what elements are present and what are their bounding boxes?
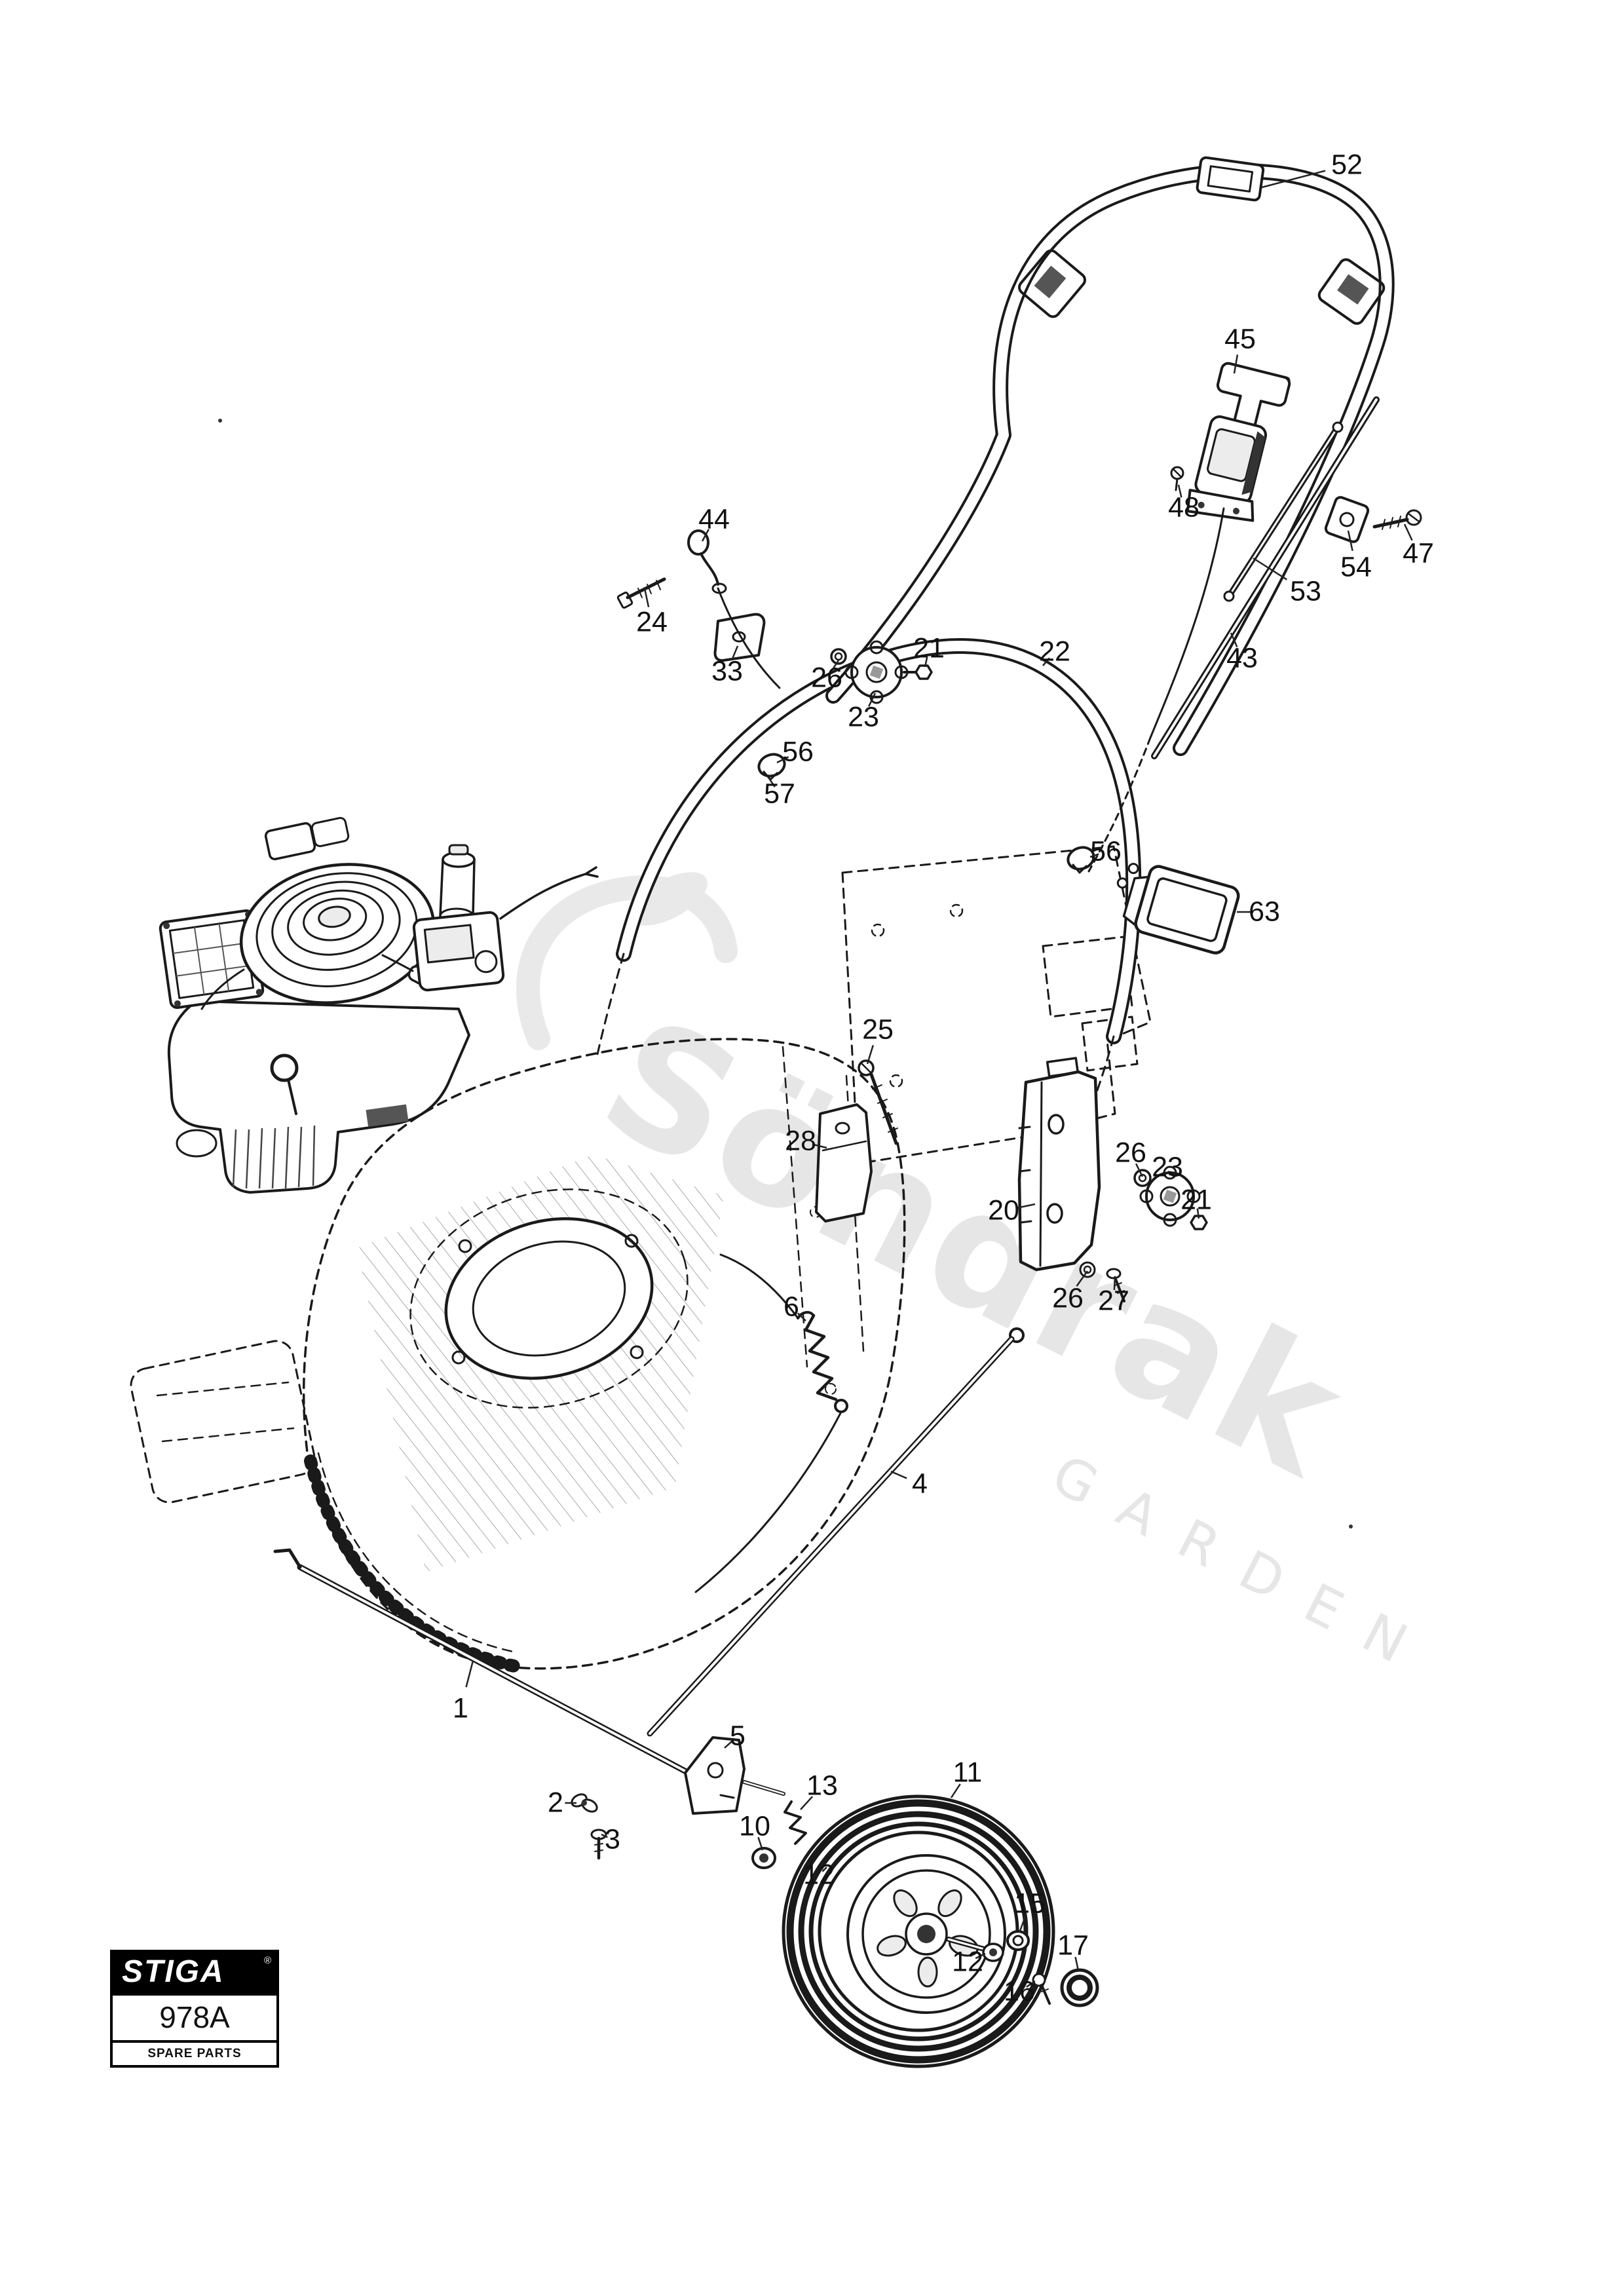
part-label-27: 27 [1098, 1285, 1129, 1317]
mower-deck-drawing [130, 1038, 906, 1673]
handle-clamp-left [1018, 249, 1086, 318]
part-label-26: 26 [1052, 1282, 1084, 1314]
washer-15 [1006, 1930, 1030, 1951]
engine-drawing [159, 816, 599, 1194]
part-label-24: 24 [636, 606, 668, 638]
wheel-assembly [751, 1794, 1099, 2068]
clip-56-57 [757, 753, 786, 781]
watermark-swoosh-icon [516, 875, 738, 1050]
handle-clamp-right [1317, 258, 1386, 325]
part-label-16: 16 [1004, 1975, 1035, 2007]
part-label-21: 21 [1180, 1184, 1212, 1216]
spring-13 [784, 1800, 807, 1845]
height-bracket-group [571, 1736, 785, 1860]
linkage-rods [273, 1327, 1025, 1794]
part-label-54: 54 [1340, 551, 1372, 583]
hub-cap-17 [1060, 1968, 1099, 2007]
throttle-cable [1087, 507, 1225, 873]
bolt-21-upper [903, 664, 933, 680]
part-label-10: 10 [739, 1810, 770, 1842]
part-label-23: 23 [848, 701, 879, 733]
part-label-25: 25 [862, 1014, 894, 1046]
bolt-25 [858, 1059, 898, 1145]
washer-26-lower [1079, 1261, 1096, 1278]
washer-10 [751, 1847, 776, 1869]
part-label-1: 1 [453, 1692, 468, 1724]
washer-12-right [982, 1943, 1004, 1962]
part-label-11: 11 [953, 1756, 983, 1789]
part-label-33: 33 [711, 655, 743, 687]
screw-27 [1106, 1268, 1125, 1302]
wheel-11 [782, 1794, 1055, 2068]
watermark-leaf-icon [629, 872, 708, 926]
part-label-63: 63 [1249, 896, 1280, 928]
cable-clip-group [616, 529, 781, 689]
screw-48 [1170, 466, 1184, 491]
throttle-control-45 [1170, 362, 1291, 522]
specks [218, 419, 1353, 1528]
part-label-5: 5 [730, 1720, 746, 1752]
knob-group-upper [830, 640, 933, 704]
spare-parts-plate: STIGA ® 978A SPARE PARTS [110, 1950, 279, 2068]
screw-47 [1372, 509, 1422, 530]
screw-24 [616, 577, 666, 609]
part-label-26: 26 [1115, 1137, 1146, 1169]
handle-rods [1151, 396, 1422, 759]
part-label-28: 28 [785, 1125, 816, 1157]
model-number: 978A [110, 1996, 279, 2043]
part-label-43: 43 [1226, 642, 1258, 674]
part-label-2: 2 [548, 1787, 563, 1819]
part-label-3: 3 [605, 1823, 620, 1855]
part-label-45: 45 [1224, 323, 1256, 355]
handle-bracket-20 [1017, 1057, 1101, 1272]
part-label-57: 57 [764, 778, 795, 810]
part-label-4: 4 [912, 1468, 928, 1500]
part-label-15: 15 [1014, 1887, 1046, 1920]
clamp-54 [1324, 496, 1370, 543]
part-label-52: 52 [1331, 149, 1363, 181]
leader-lines [465, 170, 1413, 1988]
part-label-17: 17 [1057, 1929, 1089, 1962]
part-label-23: 23 [1152, 1151, 1183, 1183]
bolt-21-right [1190, 1215, 1208, 1230]
stiga-logo: STIGA ® [110, 1950, 279, 1996]
cable-clip-44 [687, 529, 727, 594]
recoil-starter-drawing [239, 863, 436, 1004]
part-label-12: 12 [952, 1946, 983, 1978]
part-label-6: 6 [784, 1291, 799, 1323]
bracket-33 [713, 613, 766, 662]
screw-16 [1032, 1973, 1051, 2005]
cover-bracket-63 [1116, 863, 1240, 955]
part-label-56: 56 [1090, 835, 1122, 867]
upper-handle-tube [825, 156, 1395, 756]
washer-26-upper [830, 648, 847, 665]
panel-fasteners [815, 1059, 898, 1223]
plate-28 [815, 1103, 873, 1223]
part-label-44: 44 [698, 503, 730, 535]
part-label-12: 12 [803, 1859, 835, 1891]
part-label-26: 26 [811, 662, 842, 694]
part-label-48: 48 [1168, 491, 1199, 523]
clip-56-right [1067, 846, 1095, 874]
plate-caption: SPARE PARTS [110, 2043, 279, 2068]
part-label-56: 56 [782, 736, 814, 768]
screw-3 [590, 1829, 607, 1860]
part-label-53: 53 [1290, 575, 1321, 607]
knob-group-right [1079, 1166, 1208, 1302]
part-label-13: 13 [806, 1770, 838, 1802]
part-label-21: 21 [913, 632, 945, 664]
spring-6 [694, 1253, 848, 1593]
knob-23-upper [844, 640, 909, 704]
part-label-20: 20 [988, 1194, 1019, 1226]
knob-23-right [1139, 1166, 1201, 1227]
registered-mark: ® [263, 1955, 273, 1966]
washer-26-right [1133, 1169, 1152, 1187]
bracket-5 [684, 1736, 746, 1815]
brand-text: STIGA [122, 1954, 225, 1989]
handle-clamp-52 [1196, 156, 1265, 202]
part-label-47: 47 [1403, 537, 1434, 569]
part-label-22: 22 [1039, 635, 1070, 668]
